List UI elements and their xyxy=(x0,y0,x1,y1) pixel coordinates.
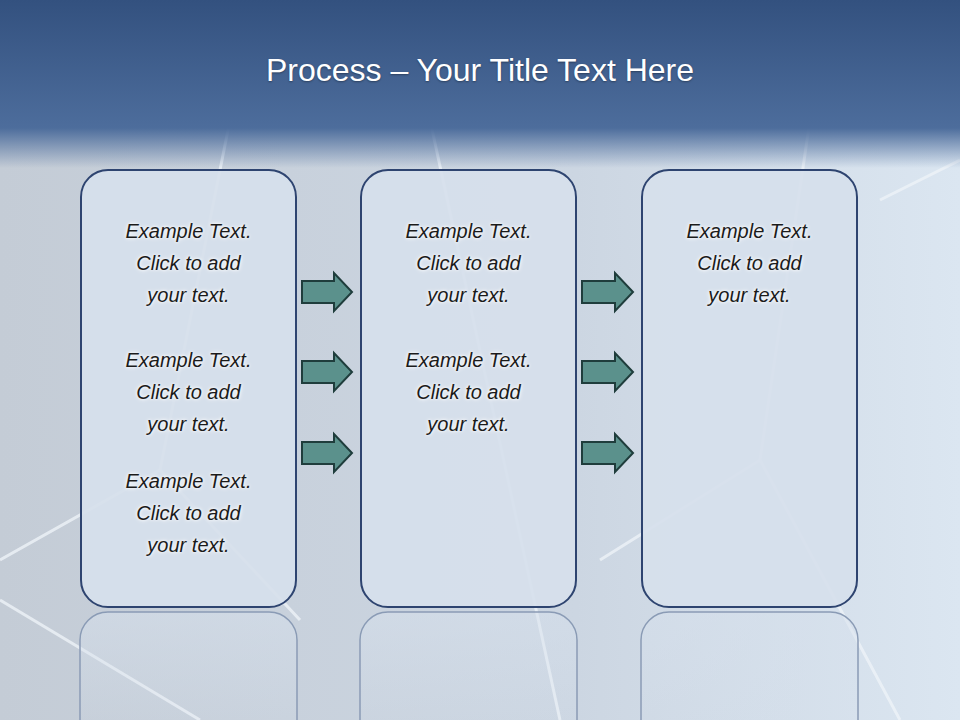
title-band-fade xyxy=(0,128,960,168)
block-arrow xyxy=(582,273,633,311)
text-block: Example Text. Click to add your text. xyxy=(82,465,295,561)
block-arrow xyxy=(302,353,352,391)
title-band xyxy=(0,0,960,128)
box-reflection xyxy=(641,612,858,720)
text-block: Example Text. Click to add your text. xyxy=(362,344,575,440)
box-reflection xyxy=(80,612,297,720)
example-text: Example Text. Click to add your text. xyxy=(115,465,263,561)
slide-title: Process – Your Title Text Here xyxy=(0,52,960,89)
process-box: Example Text. Click to add your text. Exa… xyxy=(360,169,577,608)
example-text: Example Text. Click to add your text. xyxy=(395,215,543,311)
process-box: Example Text. Click to add your text. Exa… xyxy=(80,169,297,608)
block-arrow xyxy=(582,434,633,472)
text-block: Example Text. Click to add your text. xyxy=(643,215,856,311)
box-reflections xyxy=(80,612,858,720)
example-text: Example Text. Click to add your text. xyxy=(676,215,824,311)
block-arrow xyxy=(302,273,352,311)
block-arrow xyxy=(302,434,352,472)
example-text: Example Text. Click to add your text. xyxy=(395,344,543,440)
box-reflection xyxy=(360,612,577,720)
example-text: Example Text. Click to add your text. xyxy=(115,344,263,440)
process-box: Example Text. Click to add your text. xyxy=(641,169,858,608)
example-text: Example Text. Click to add your text. xyxy=(115,215,263,311)
text-block: Example Text. Click to add your text. xyxy=(82,344,295,440)
text-block: Example Text. Click to add your text. xyxy=(82,215,295,311)
block-arrow xyxy=(582,353,633,391)
text-block: Example Text. Click to add your text. xyxy=(362,215,575,311)
